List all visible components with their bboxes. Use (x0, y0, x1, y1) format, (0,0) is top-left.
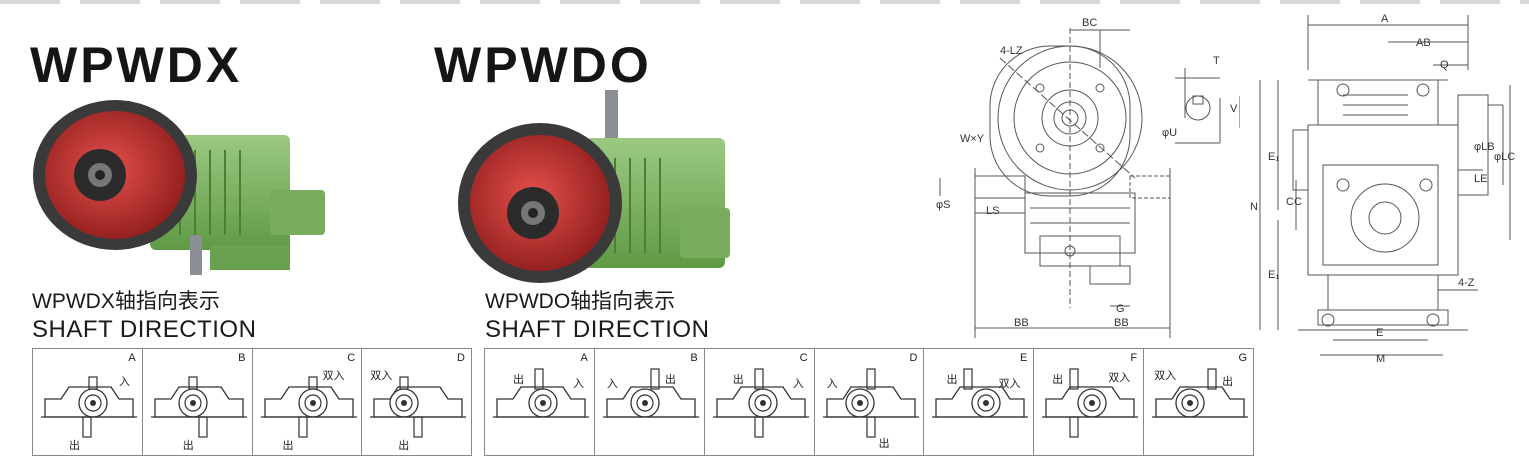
tag-out: 出 (69, 439, 80, 452)
label-4z: 4-Z (1458, 277, 1475, 289)
tag-in: 入 (119, 375, 130, 388)
tag-in: 入 (606, 377, 618, 390)
tag-out: 出 (1052, 373, 1064, 386)
caption-en-wpwdx: SHAFT DIRECTION (32, 316, 257, 343)
tag-double-in: 双入 (370, 369, 393, 382)
panel-letter: C (799, 352, 808, 364)
shaft-panel-wpwdo-d: D 入 出 (815, 349, 925, 455)
gearbox-outline (932, 368, 1029, 418)
label-cc: CC (1286, 196, 1302, 208)
gearbox-outline (712, 368, 809, 438)
shaft-panel-wpwdx-a: A 入 出 (33, 349, 143, 455)
shaft-panel-wpwdx-c: C 双入 出 (253, 349, 363, 455)
caption-en-wpwdo: SHAFT DIRECTION (485, 316, 710, 343)
tag-out: 出 (398, 439, 410, 452)
gearbox-outline (602, 368, 699, 418)
tag-in: 入 (573, 377, 584, 390)
panel-letter: B (238, 352, 246, 364)
caption-cn-wpwdo: WPWDO轴指向表示 (485, 290, 676, 313)
label-phi-s: φS (936, 199, 950, 211)
shaft-panel-wpwdx-d: D 双入 出 (362, 349, 471, 455)
tag-out: 出 (182, 439, 194, 452)
tag-out: 出 (1222, 375, 1234, 388)
gearbox-outline (822, 368, 919, 438)
label-bc: BC (1082, 17, 1097, 29)
model-title-wpwdx: WPWDX (30, 37, 243, 93)
label-lc: φLC (1494, 151, 1515, 163)
gearbox-outline (370, 376, 467, 438)
label-le: LE (1474, 173, 1487, 185)
panel-letter: A (580, 352, 588, 364)
front-view-drawing: A AB Q N E₁ CC E₁ φLB φLC LE 4-Z E M (1250, 13, 1515, 365)
shaft-panel-wpwdx-b: B 出 (143, 349, 253, 455)
tag-out: 出 (878, 437, 890, 450)
label-phi-u: φU (1162, 127, 1177, 139)
tag-in: 入 (826, 377, 838, 390)
gearbox-outline (41, 376, 137, 438)
caption-cn-wpwdx: WPWDX轴指向表示 (32, 290, 220, 313)
gearbox-outline (1152, 368, 1249, 418)
wpwdo-direction-panels: A 出 入 B 入 出 C (484, 348, 1254, 456)
panel-letter: D (457, 352, 465, 364)
tag-double-in: 双入 (322, 369, 345, 382)
tag-double-in: 双入 (1108, 371, 1131, 384)
panel-letter: A (128, 352, 136, 364)
label-v: V (1230, 103, 1238, 115)
tag-out: 出 (513, 373, 524, 386)
wpwdx-product-photo (33, 100, 325, 275)
model-title-wpwdo: WPWDO (434, 37, 652, 93)
gearbox-outline (493, 368, 589, 418)
tag-out: 出 (946, 373, 958, 386)
label-m: M (1376, 353, 1385, 365)
tag-out: 出 (732, 373, 744, 386)
top-rule (0, 0, 1529, 4)
tag-double-in: 双入 (1154, 369, 1177, 382)
shaft-panel-wpwdo-b: B 入 出 (595, 349, 705, 455)
shaft-panel-wpwdo-g: G 双入 出 (1144, 349, 1253, 455)
label-wxy: W×Y (960, 133, 985, 145)
shaft-panel-wpwdo-a: A 出 入 (485, 349, 595, 455)
side-view-drawing: BC 4-LZ W×Y T V φU φS LS BB BB G (936, 17, 1240, 338)
label-g: G (1116, 303, 1125, 315)
label-e1-bottom: E₁ (1268, 269, 1279, 281)
tag-double-in: 双入 (998, 377, 1021, 390)
wpwdo-product-photo (458, 90, 730, 283)
label-ab: AB (1416, 37, 1431, 49)
tag-in: 入 (792, 377, 804, 390)
label-lb: φLB (1474, 141, 1495, 153)
tag-out: 出 (664, 373, 676, 386)
gearbox-outline (150, 376, 247, 438)
wpwdx-direction-panels: A 入 出 B 出 C (32, 348, 472, 456)
shaft-panel-wpwdo-f: F 出 双入 (1034, 349, 1145, 455)
panel-letter: C (347, 352, 356, 364)
label-e1-top: E₁ (1268, 151, 1279, 163)
panel-letter: E (1019, 352, 1028, 364)
shaft-panel-wpwdo-e: E 出 双入 (924, 349, 1035, 455)
gearbox-outline (260, 376, 357, 438)
label-e: E (1376, 327, 1383, 339)
label-q: Q (1440, 59, 1449, 71)
label-t: T (1213, 55, 1220, 67)
shaft-panel-wpwdo-c: C 出 入 (705, 349, 815, 455)
panel-letter: B (690, 352, 698, 364)
panel-letter: D (909, 352, 918, 364)
gearbox-outline (1042, 368, 1139, 438)
label-a: A (1381, 13, 1389, 25)
label-4lz: 4-LZ (1000, 45, 1023, 57)
label-bb-right: BB (1114, 317, 1129, 329)
panel-letter: F (1130, 352, 1138, 364)
label-bb-left: BB (1014, 317, 1029, 329)
tag-out: 出 (282, 439, 294, 452)
panel-letter: G (1238, 352, 1248, 364)
label-n: N (1250, 201, 1258, 213)
label-ls: LS (986, 205, 999, 217)
